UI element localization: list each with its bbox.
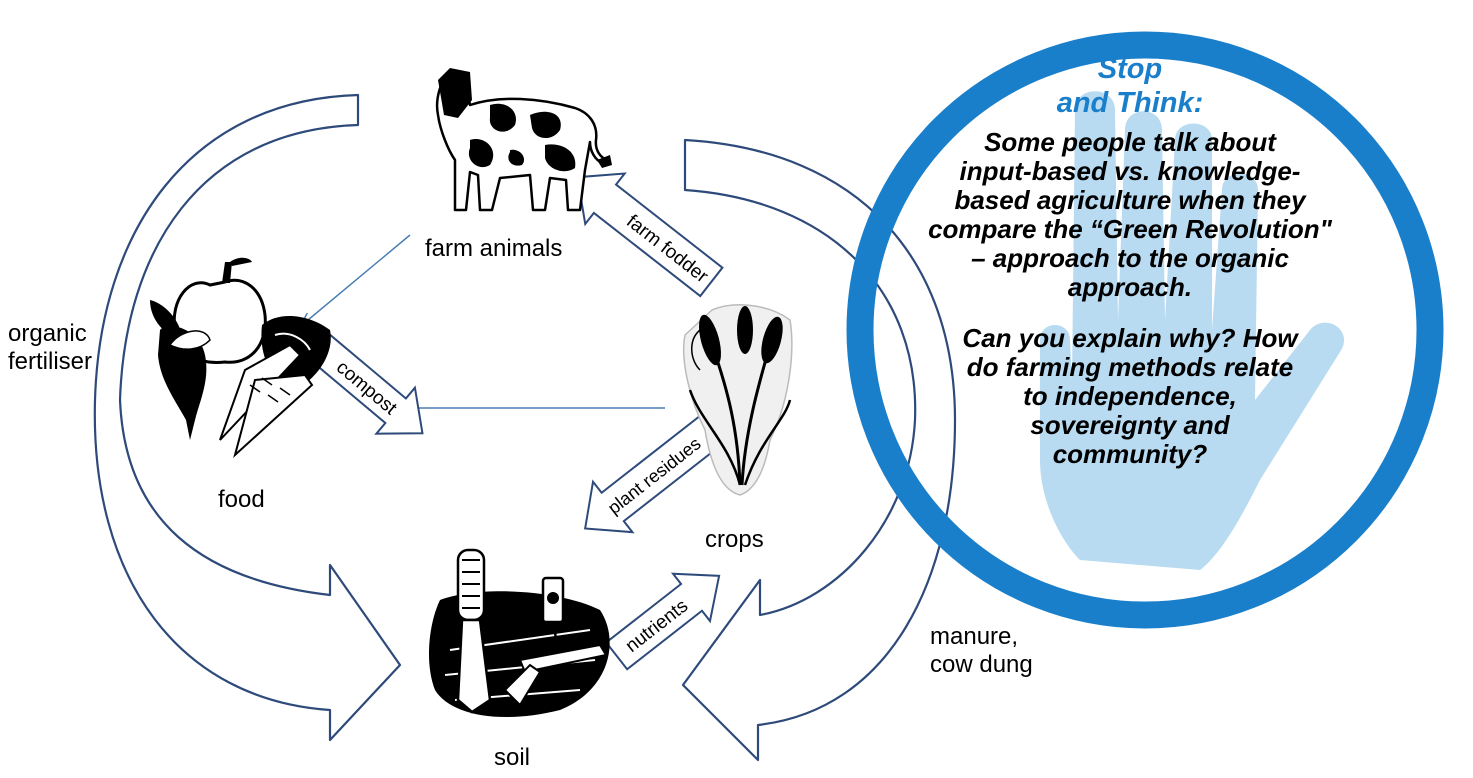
manure-arrow xyxy=(681,138,957,762)
organic-fertiliser-label: organic fertiliser xyxy=(8,320,92,376)
animals-to-food-arrow xyxy=(302,234,411,325)
cow-icon xyxy=(435,68,612,212)
wheat-icon xyxy=(682,304,793,496)
callout-p1-line: Some people talk about xyxy=(984,127,1276,157)
soil-label: soil xyxy=(494,744,531,771)
crops-label: crops xyxy=(705,526,764,553)
organic-fertiliser-line1: organic xyxy=(8,320,87,347)
manure-label: manure, cow dung xyxy=(930,623,1033,679)
callout-p1-line: approach. xyxy=(1067,272,1193,302)
food-label: food xyxy=(218,486,265,513)
callout-title-line2: and Think: xyxy=(1056,87,1204,119)
farm-animals-label: farm animals xyxy=(425,235,563,262)
callout-p2-line: do farming methods relate xyxy=(966,352,1294,382)
callout-p2-line: to independence, xyxy=(1023,381,1237,411)
callout-title-line1: Stop xyxy=(1097,53,1163,85)
organic-fertiliser-line2: fertiliser xyxy=(8,348,93,375)
callout-p2-line: community? xyxy=(1052,439,1208,469)
callout-p1-line: input-based vs. knowledge- xyxy=(959,156,1301,186)
stop-hand-icon xyxy=(1040,91,1345,570)
organic-fertiliser-arrow xyxy=(93,93,402,742)
stop-and-think-callout: Stop and Think: Some people talk about i… xyxy=(890,52,1370,469)
stop-ring xyxy=(846,31,1444,629)
garden-tools-icon xyxy=(428,548,610,718)
callout-p1-line: – approach to the organic xyxy=(971,243,1289,273)
callout-p1-line: compare the “Green Revolution" xyxy=(928,214,1332,244)
farm-fodder-arrow xyxy=(576,172,724,298)
callout-p1-line: based agriculture when they xyxy=(954,185,1306,215)
manure-line2: cow dung xyxy=(930,651,1033,678)
plant-residues-label: plant residues xyxy=(604,433,705,518)
callout-paragraph-1: Some people talk about input-based vs. k… xyxy=(890,128,1370,302)
vegetables-icon xyxy=(150,257,331,459)
compost-arrow xyxy=(307,332,424,435)
manure-line1: manure, xyxy=(930,623,1019,650)
callout-paragraph-2: Can you explain why? How do farming meth… xyxy=(890,324,1370,469)
callout-p2-line: sovereignty and xyxy=(1030,410,1230,440)
callout-p2-line: Can you explain why? How xyxy=(962,323,1298,353)
nutrients-arrow xyxy=(604,572,721,671)
